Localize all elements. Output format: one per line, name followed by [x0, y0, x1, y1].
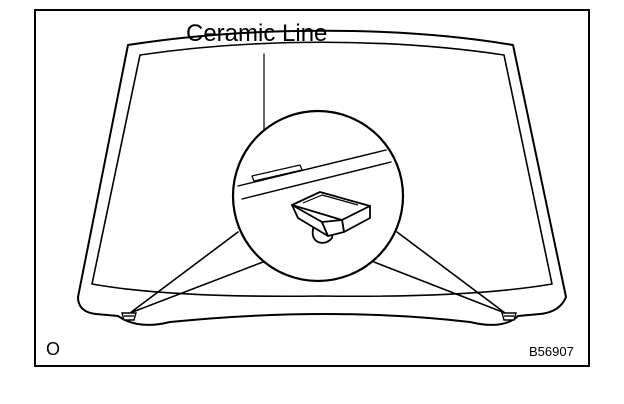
clip-marker-left — [121, 312, 137, 321]
callout-line-left — [129, 231, 264, 314]
glass-edge-line-1 — [237, 149, 387, 187]
callout-line-right — [373, 231, 506, 314]
ceramic-line-border — [91, 41, 553, 298]
corner-mark: O — [46, 339, 61, 359]
molding-clip — [291, 191, 371, 244]
ceramic-line-label: Ceramic Line — [186, 20, 328, 47]
figure-id: B56907 — [529, 344, 574, 359]
glass-edge-line-2 — [241, 161, 392, 200]
clip-marker-right — [501, 312, 517, 321]
ceramic-strip — [251, 164, 303, 182]
